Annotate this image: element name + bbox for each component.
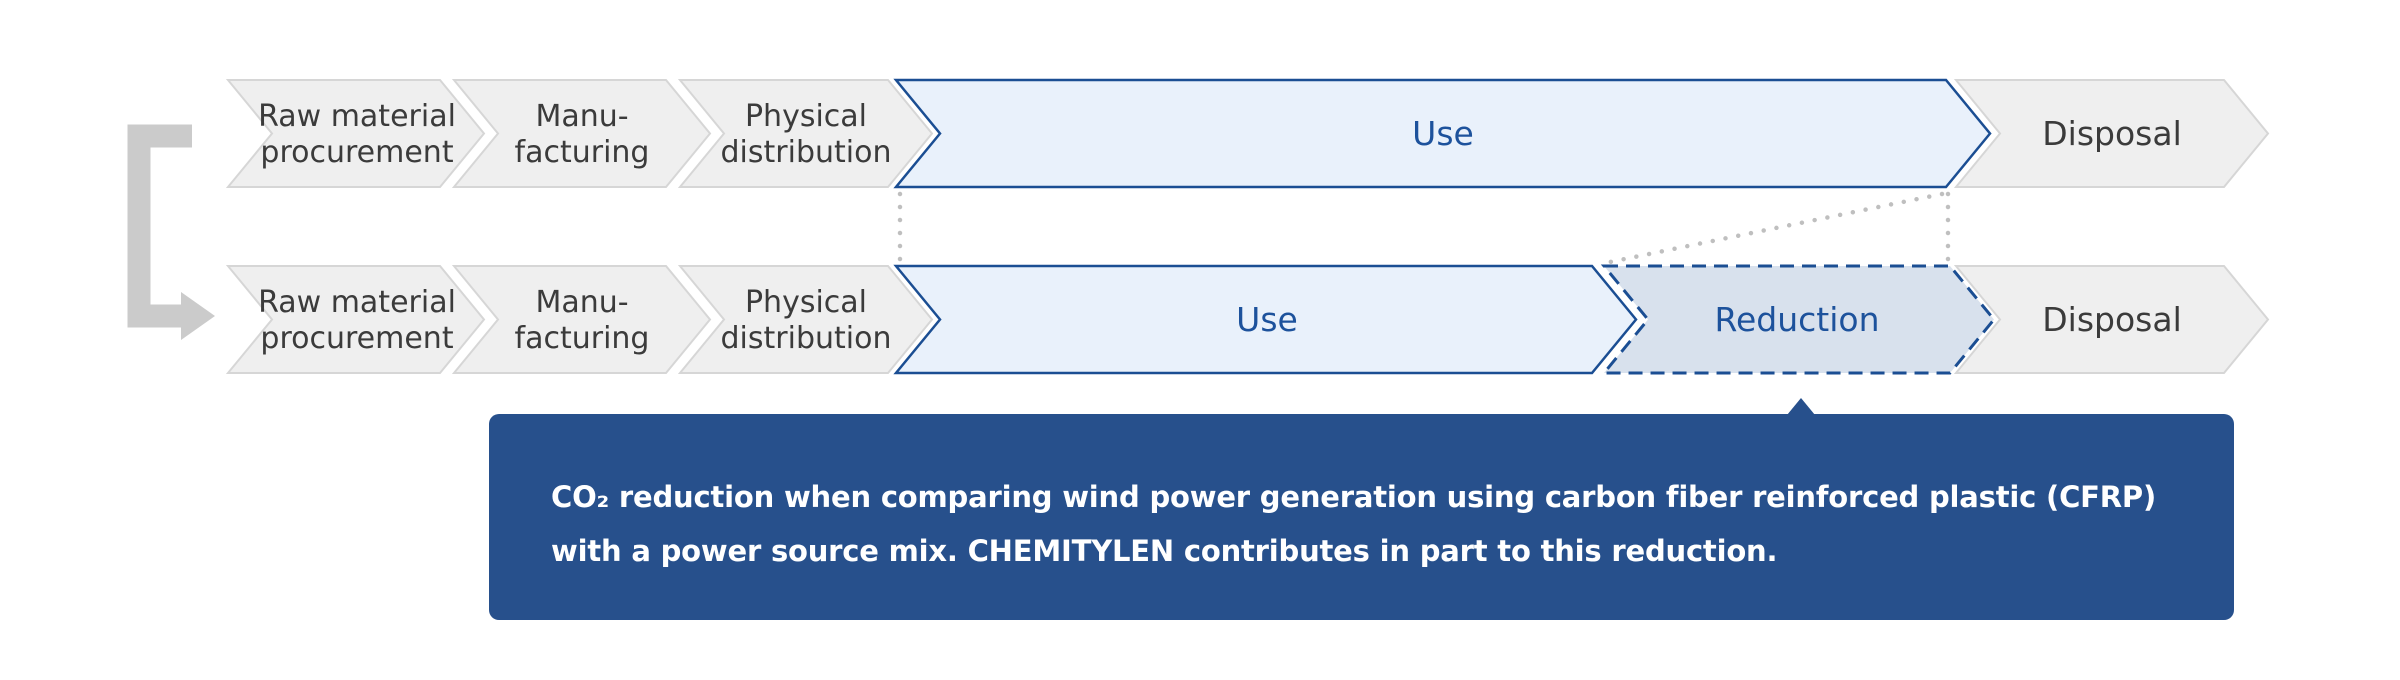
label-top-physical-distribution-line1: Physical [745, 99, 867, 134]
dotted-connector-diagonal [1607, 191, 1945, 265]
callout-text-line1: CO₂ reduction when comparing wind power … [551, 480, 2157, 514]
label-bottom-manufacturing-line2: facturing [515, 321, 650, 356]
label-bottom-manufacturing-line1: Manu- [535, 285, 628, 320]
label-bottom-use: Use [1236, 300, 1298, 339]
chevron-bottom-use [893, 264, 1638, 375]
label-bottom-disposal: Disposal [2042, 300, 2182, 339]
label-top-raw-material-line2: procurement [260, 135, 453, 170]
label-bottom-physical-distribution-line2: distribution [721, 321, 892, 356]
label-top-manufacturing-line2: facturing [515, 135, 650, 170]
chevron-top-disposal [1953, 79, 2270, 188]
label-top-use: Use [1412, 114, 1474, 153]
loop-arrow-head-icon [181, 292, 215, 340]
loop-arrow-line [127, 124, 192, 328]
label-top-physical-distribution-line2: distribution [721, 135, 892, 170]
loop-arrow-icon [127, 124, 215, 340]
label-bottom-physical-distribution-line1: Physical [745, 285, 867, 320]
callout: CO₂ reduction when comparing wind power … [489, 398, 2234, 620]
chevron-bottom-disposal [1953, 265, 2270, 374]
chevron-top-physical-distribution [677, 79, 934, 188]
label-bottom-raw-material-line1: Raw material [258, 285, 456, 320]
label-top-raw-material-line1: Raw material [258, 99, 456, 134]
chevron-bottom-reduction [1600, 264, 1996, 375]
chevron-top-raw-material [225, 79, 486, 188]
chevron-top-manufacturing [451, 79, 712, 188]
label-bottom-reduction: Reduction [1715, 300, 1880, 339]
callout-arrow-up-icon [1787, 398, 1815, 415]
chevron-bottom-raw-material [225, 265, 486, 374]
label-top-manufacturing-line1: Manu- [535, 99, 628, 134]
chevron-top-use [893, 78, 1992, 189]
label-top-disposal: Disposal [2042, 114, 2182, 153]
callout-text-line2: with a power source mix. CHEMITYLEN cont… [551, 534, 1778, 568]
label-bottom-raw-material-line2: procurement [260, 321, 453, 356]
chevron-bottom-manufacturing [451, 265, 712, 374]
chevron-bottom-physical-distribution [677, 265, 934, 374]
